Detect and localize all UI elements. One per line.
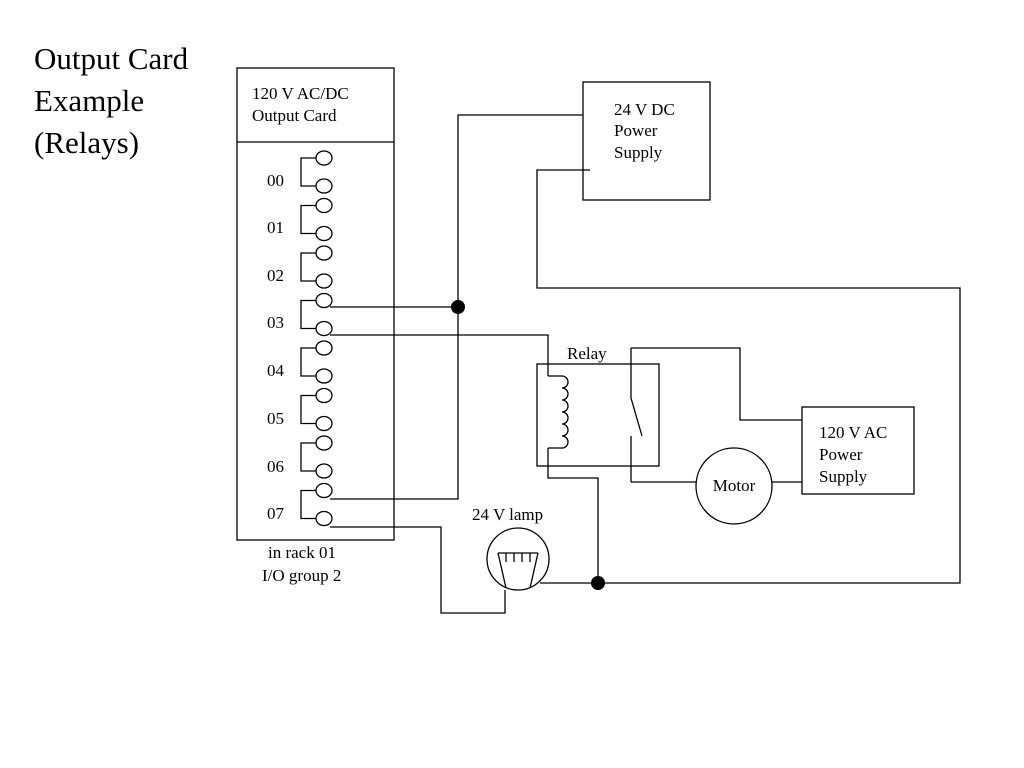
terminal-bracket bbox=[300, 442, 316, 472]
lamp-label: 24 V lamp bbox=[472, 505, 543, 524]
channel-label-07: 07 bbox=[267, 504, 285, 523]
terminal-lower bbox=[315, 463, 333, 479]
terminal-upper bbox=[315, 245, 333, 261]
terminal-pairs bbox=[300, 150, 333, 527]
terminal-bracket bbox=[300, 347, 316, 377]
relay-switch bbox=[630, 348, 643, 482]
channel-label-04: 04 bbox=[267, 361, 285, 380]
terminal-pair bbox=[300, 340, 333, 384]
terminal-lower bbox=[315, 178, 333, 194]
output-card-header-line-1: 120 V AC/DC bbox=[252, 84, 349, 103]
terminal-upper bbox=[315, 150, 333, 166]
relay-label: Relay bbox=[567, 344, 607, 363]
terminal-bracket bbox=[300, 252, 316, 282]
output-card-footer-line-2: I/O group 2 bbox=[262, 566, 341, 585]
terminal-upper bbox=[315, 197, 333, 214]
motor-label: Motor bbox=[713, 476, 756, 495]
channel-label-01: 01 bbox=[267, 218, 284, 237]
terminal-bracket bbox=[300, 204, 316, 235]
junction-dot-top bbox=[451, 300, 465, 314]
lamp-symbol bbox=[486, 527, 550, 591]
terminal-pair bbox=[300, 150, 333, 194]
terminal-pair bbox=[300, 482, 333, 527]
terminal-bracket bbox=[300, 394, 316, 425]
terminal-lower bbox=[315, 273, 333, 289]
terminal-lower bbox=[315, 415, 333, 432]
terminal-pair bbox=[300, 245, 333, 289]
terminal-bracket bbox=[300, 157, 316, 187]
channel-label-00: 00 bbox=[267, 171, 284, 190]
dc-supply-line-1: 24 V DC bbox=[614, 100, 675, 119]
ac-supply-line-2: Power bbox=[819, 445, 863, 464]
channel-label-05: 05 bbox=[267, 409, 284, 428]
ac-supply-line-1: 120 V AC bbox=[819, 423, 887, 442]
ac-supply-line-3: Supply bbox=[819, 467, 868, 486]
output-card-header-line-2: Output Card bbox=[252, 106, 337, 125]
output-card-box bbox=[236, 67, 395, 541]
channel-label-03: 03 bbox=[267, 313, 284, 332]
terminal-upper bbox=[315, 482, 333, 499]
relay-coil bbox=[548, 375, 569, 449]
terminal-upper bbox=[315, 292, 333, 309]
terminal-bracket bbox=[300, 299, 316, 330]
terminal-upper bbox=[315, 435, 333, 451]
relay-box bbox=[536, 363, 660, 467]
terminal-lower bbox=[315, 368, 333, 384]
terminal-lower bbox=[315, 320, 333, 337]
channel-label-06: 06 bbox=[267, 457, 284, 476]
channel-label-02: 02 bbox=[267, 266, 284, 285]
dc-supply-line-2: Power bbox=[614, 121, 658, 140]
title-line-1: Output Card bbox=[34, 41, 189, 76]
dc-supply-line-3: Supply bbox=[614, 143, 663, 162]
output-card-footer-line-1: in rack 01 bbox=[268, 543, 336, 562]
terminal-upper bbox=[315, 387, 333, 404]
terminal-pair bbox=[300, 435, 333, 479]
terminal-lower bbox=[315, 510, 333, 527]
terminal-bracket bbox=[300, 489, 316, 520]
dc-power-supply-box bbox=[582, 81, 711, 201]
terminal-pair bbox=[300, 387, 333, 432]
ac-power-supply-box bbox=[801, 406, 915, 495]
title-line-3: (Relays) bbox=[34, 125, 140, 160]
terminal-pair bbox=[300, 292, 333, 337]
motor-circle bbox=[695, 447, 773, 525]
junction-dot-bottom bbox=[591, 576, 605, 590]
terminal-lower bbox=[315, 225, 333, 242]
slide-title: Output Card Example (Relays) bbox=[34, 38, 188, 164]
title-line-2: Example bbox=[34, 83, 145, 118]
terminal-pair bbox=[300, 197, 333, 242]
terminal-upper bbox=[315, 340, 333, 356]
